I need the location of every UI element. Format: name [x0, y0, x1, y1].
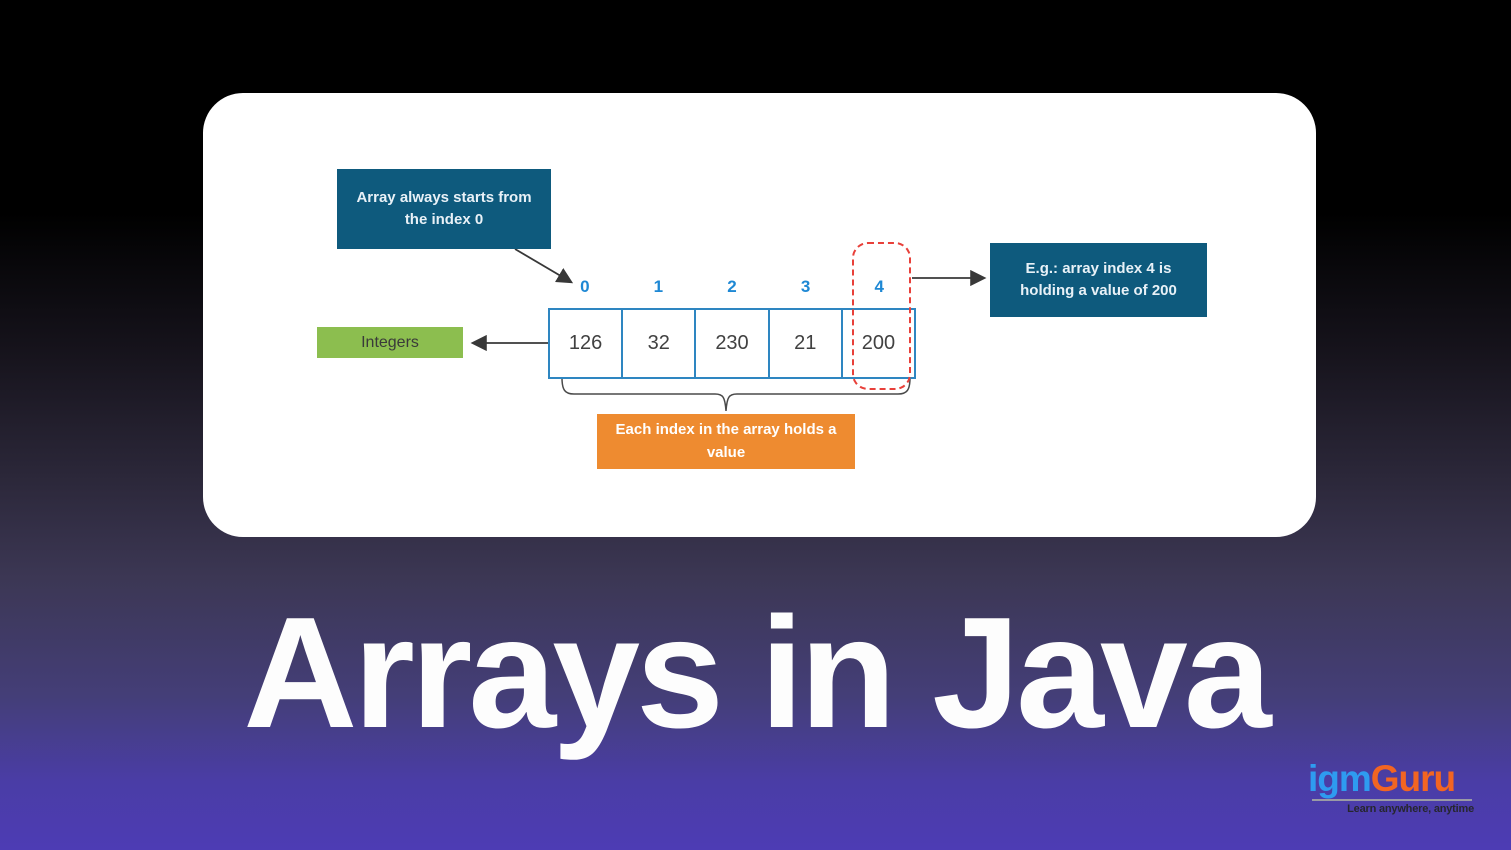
array-cell-1: 32 [623, 310, 697, 377]
igmguru-logo-text: igmGuru [1308, 760, 1474, 798]
callout-each-index-holds-value: Each index in the array holds a value [597, 414, 855, 469]
array-index-0: 0 [580, 277, 590, 296]
array-cell-4: 200 [861, 332, 896, 354]
diagram-card: Array always starts from the index 0 E.g… [203, 93, 1316, 537]
integers-label: Integers [317, 327, 463, 358]
array-cell-2: 230 [696, 310, 770, 377]
array-index-1: 1 [653, 277, 664, 296]
array-cells: 126 32 230 21 200 [548, 308, 916, 379]
logo-igm-text: igm [1308, 758, 1372, 799]
callout-array-starts-index0-text: Array always starts from the index 0 [356, 188, 532, 229]
page-title: Arrays in Java [243, 585, 1271, 761]
array-index-4: 4 [874, 277, 884, 296]
array-cell-3: 21 [770, 310, 843, 377]
underbrace [561, 377, 911, 412]
callout-index4-example-text: E.g.: array index 4 is holding a value o… [1020, 259, 1177, 300]
arrow-start-to-index0 [514, 248, 574, 284]
callout-array-starts-index0: Array always starts from the index 0 [337, 169, 551, 249]
array-index-3: 3 [800, 277, 811, 296]
array-index-row: 0 1 2 3 4 [548, 277, 916, 303]
callout-index4-example: E.g.: array index 4 is holding a value o… [990, 243, 1207, 317]
callout-each-index-holds-value-text: Each index in the array holds a value [615, 421, 837, 461]
igmguru-logo: igmGuru Learn anywhere, anytime [1308, 760, 1474, 816]
index4-highlight-box [852, 242, 911, 390]
logo-tagline: Learn anywhere, anytime [1347, 803, 1474, 815]
logo-guru-text: Guru [1370, 758, 1456, 799]
array-cell-0: 126 [550, 310, 624, 377]
logo-underline [1312, 799, 1472, 801]
diagram-arrows [470, 248, 987, 412]
array-index-2: 2 [727, 277, 737, 296]
integers-label-text: Integers [361, 333, 419, 351]
